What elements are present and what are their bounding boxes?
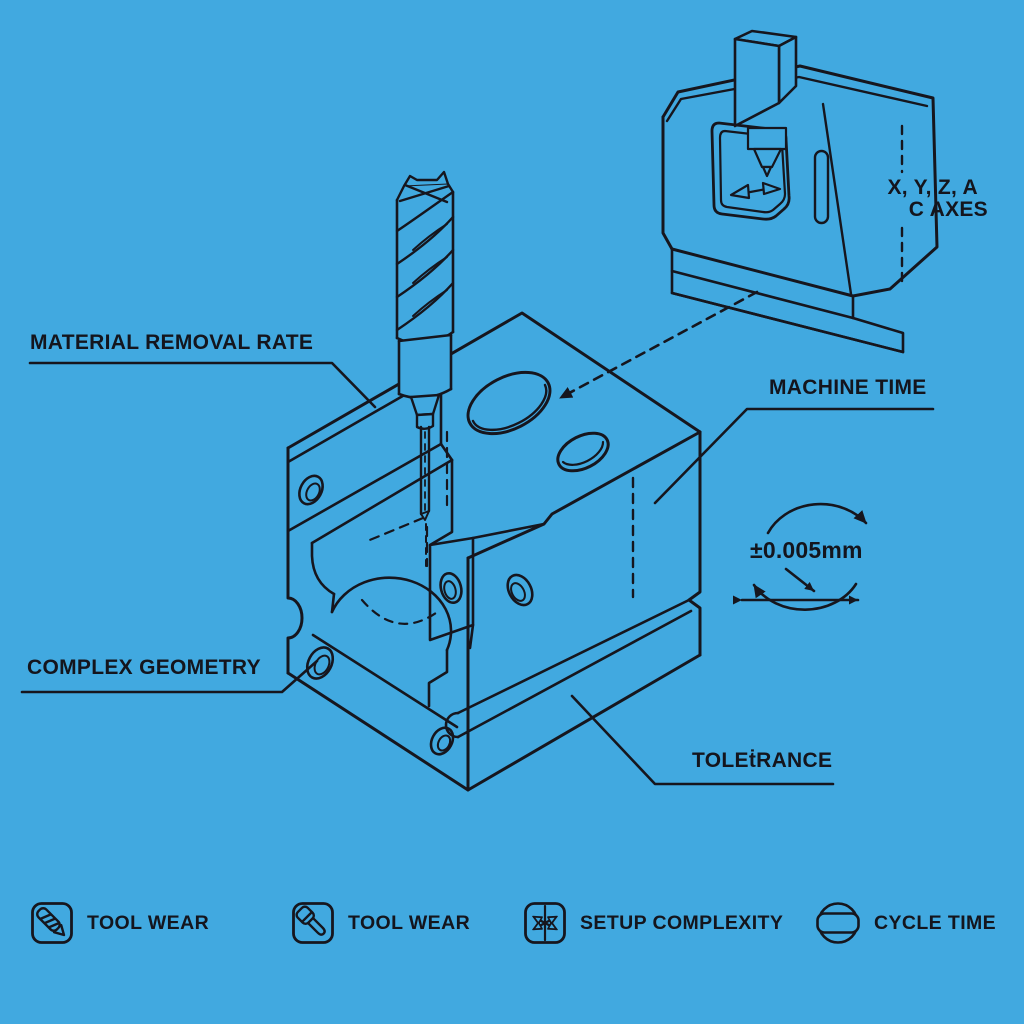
- label-tolerance-value: ±0.005mm: [750, 537, 863, 563]
- tolerance-symbol: [733, 502, 868, 611]
- mini-spindle: [746, 126, 788, 178]
- leader-material-removal-rate: [28, 361, 377, 409]
- leader-tolerance: [570, 694, 835, 786]
- label-machine-time: MACHINE TIME: [769, 376, 927, 399]
- callout-leaders: [20, 361, 935, 786]
- crossed-arrows-icon: [524, 902, 566, 944]
- label-material-removal-rate: MATERIAL REMOVAL RATE: [30, 331, 314, 354]
- legend-label: TOOL WEAR: [87, 912, 210, 934]
- legend-item-tool-wear-1: TOOL WEAR: [30, 901, 209, 945]
- spindle-column: [733, 29, 798, 128]
- drill-bit-icon: [31, 902, 73, 944]
- base-flange: [311, 598, 693, 739]
- counterbore-holes: [298, 474, 534, 756]
- legend-label: SETUP COMPLEXITY: [580, 912, 784, 934]
- cycle-icon: [816, 902, 860, 944]
- machine-base: [670, 247, 905, 354]
- top-small-hole: [556, 431, 610, 473]
- pocket-cutaway: [286, 361, 546, 708]
- workpiece-block: [286, 311, 702, 792]
- legend-item-setup-complexity: SETUP COMPLEXITY: [523, 901, 783, 945]
- leader-machine-time: [653, 407, 935, 505]
- dome-profile: [330, 576, 453, 652]
- tool-collet: [397, 333, 453, 430]
- legend-item-cycle-time: CYCLE TIME: [815, 901, 996, 945]
- top-bore-hole: [466, 370, 552, 436]
- dimension-pointer: [784, 567, 816, 593]
- xy-travel-arrows: [729, 181, 782, 200]
- axes-line-2: C AXES: [908, 198, 988, 221]
- rotation-arrow-top: [766, 502, 868, 535]
- leader-complex-geometry: [20, 659, 319, 694]
- spiral-flutes: [395, 190, 455, 332]
- legend-label: TOOL WEAR: [348, 912, 471, 934]
- legend-item-tool-wear-2: TOOL WEAR: [291, 901, 470, 945]
- axes-line-1: X, Y, Z, A: [887, 176, 978, 199]
- label-complex-geometry: COMPLEX GEOMETRY: [27, 656, 261, 679]
- cnc-machine: [661, 29, 939, 354]
- legend-label: CYCLE TIME: [874, 912, 997, 934]
- rotation-arrow-bottom: [752, 582, 858, 611]
- end-mill-tool-icon: [292, 902, 334, 944]
- label-machine-axes: X, Y, Z, A C AXES: [887, 177, 988, 221]
- label-tolerance: TOLEṫRANCE: [692, 749, 833, 772]
- door-handle-slot: [813, 149, 830, 225]
- tool-shaft: [419, 425, 431, 567]
- toolpath-dashed-arrow: [558, 290, 759, 400]
- end-mill: [395, 170, 455, 567]
